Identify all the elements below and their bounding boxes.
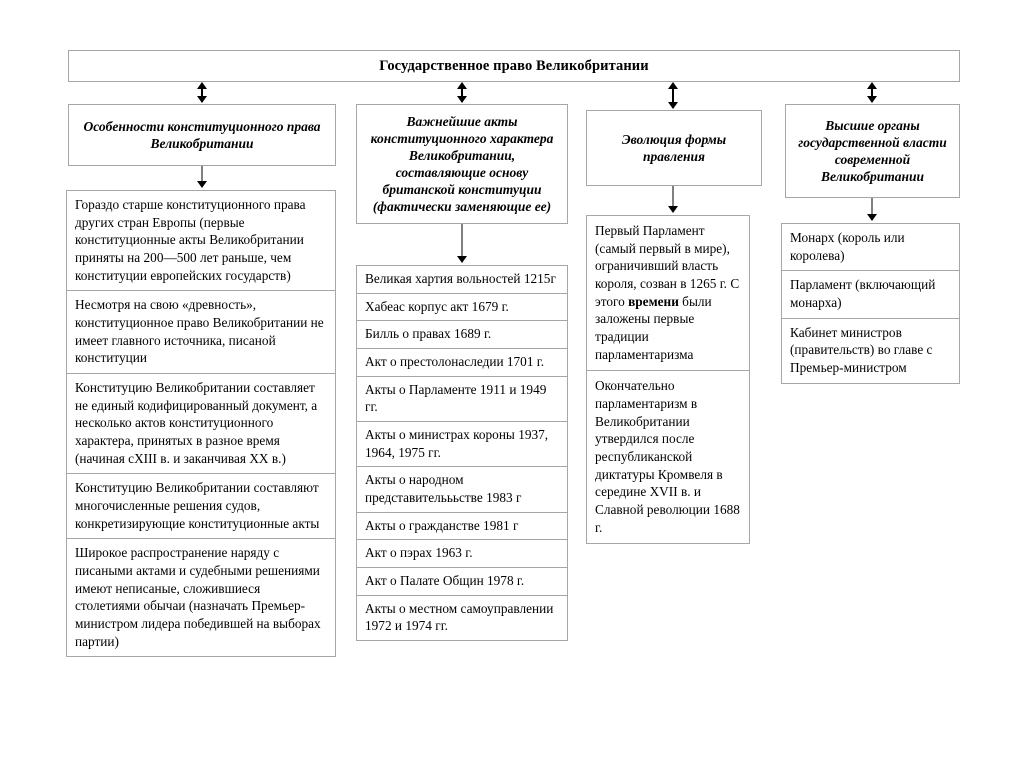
column-body-3: Первый Парламент (самый первый в мире), … (586, 215, 750, 545)
list-item: Широкое распространение наряду с писаным… (66, 538, 336, 658)
arrow-up-icon (668, 82, 678, 89)
list-item: Первый Парламент (самый первый в мире), … (586, 215, 750, 371)
list-item: Хабеас корпус акт 1679 г. (356, 292, 568, 321)
arrow-up-icon (457, 82, 467, 89)
arrow-up-icon (197, 82, 207, 89)
arrow-down-icon (668, 102, 678, 109)
column-header-1: Особенности конституционного права Велик… (68, 104, 336, 166)
list-item: Парламент (включающий монарха) (781, 270, 960, 318)
arrow-down-icon (867, 214, 877, 221)
list-item: Конституцию Великобритании составляют мн… (66, 473, 336, 539)
column-body-2: Великая хартия вольностей 1215г Хабеас к… (356, 265, 568, 642)
list-item: Акты о местном самоуправлении 1972 и 197… (356, 594, 568, 642)
list-item: Кабинет министров (правительств) во глав… (781, 317, 960, 384)
arrow-down-icon (867, 96, 877, 103)
diagram-title-box: Государственное право Великобритании (68, 50, 960, 82)
list-item: Гораздо старше конституционного права др… (66, 190, 336, 291)
arrow-down-icon (457, 256, 467, 263)
diagram-title-text: Государственное право Великобритании (379, 57, 649, 74)
list-item: Акт о престолонаследии 1701 г. (356, 348, 568, 376)
column-body-4: Монарх (король или королева) Парламент (… (781, 223, 960, 384)
column-header-3-text: Эволюция формы правления (621, 132, 727, 164)
column-header-4-text: Высшие органы государственной власти сов… (798, 118, 947, 184)
list-item: Несмотря на свою «древность», конституци… (66, 290, 336, 374)
arrow-down-icon (197, 96, 207, 103)
list-item: Акт о Палате Общин 1978 г. (356, 567, 568, 595)
list-item: Великая хартия вольностей 1215г (356, 265, 568, 293)
arrow-down-icon (457, 96, 467, 103)
column-header-2: Важнейшие акты конституционного характер… (356, 104, 568, 224)
list-item: Монарх (король или королева) (781, 223, 960, 271)
list-item: Акт о пэрах 1963 г. (356, 539, 568, 568)
list-item: Акты о министрах короны 1937, 1964, 1975… (356, 421, 568, 467)
list-item: Акты о народном представительььстве 1983… (356, 466, 568, 512)
column-header-1-text: Особенности конституционного права Велик… (83, 119, 321, 151)
column-header-4: Высшие органы государственной власти сов… (785, 104, 960, 198)
arrow-down-icon (668, 206, 678, 213)
list-item: Билль о правах 1689 г. (356, 320, 568, 349)
list-item: Акты о гражданстве 1981 г (356, 511, 568, 540)
column-body-1: Гораздо старше конституционного права др… (66, 190, 336, 658)
list-item: Конституцию Великобритании составляет не… (66, 373, 336, 474)
arrow-down-icon (197, 181, 207, 188)
list-item: Акты о Парламенте 1911 и 1949 гг. (356, 375, 568, 422)
column-header-2-text: Важнейшие акты конституционного характер… (370, 114, 554, 214)
list-item: Окончательно парламентаризм в Великобрит… (586, 370, 750, 545)
column-header-3: Эволюция формы правления (586, 110, 762, 186)
arrow-up-icon (867, 82, 877, 89)
